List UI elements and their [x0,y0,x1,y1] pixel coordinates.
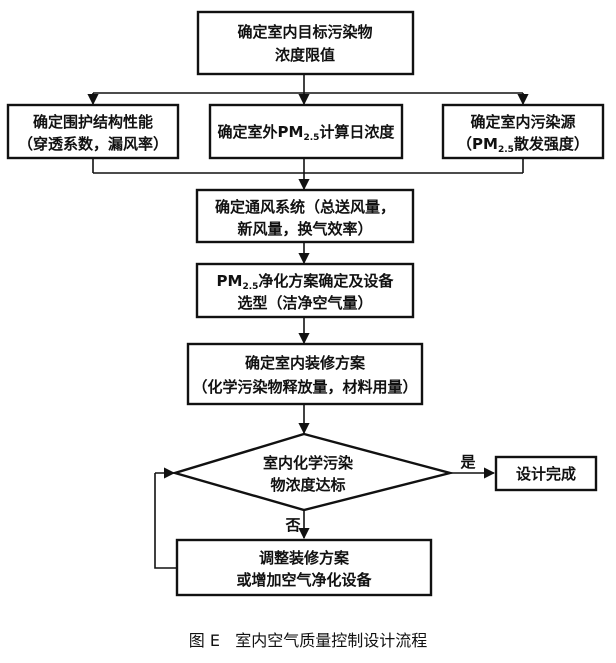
svg-text:确定室外PM2.5计算日浓度: 确定室外PM2.5计算日浓度 [218,123,396,143]
svg-text:（PM2.5散发强度）: （PM2.5散发强度） [457,135,589,155]
edge-loop-back [154,473,177,569]
node-ventilation-line1: 确定通风系统（总送风量， [215,198,395,216]
node-decision-line2: 物浓度达标 [270,476,345,494]
node-indoor-source-line2-prefix: （PM [457,135,498,153]
svg-text:PM2.5净化方案确定及设备: PM2.5净化方案确定及设备 [217,272,395,292]
node-purification-line2: 选型（洁净空气量） [237,294,372,312]
figure-caption: 图 E 室内空气质量控制设计流程 [189,631,427,650]
node-outdoor-pm-suffix: 计算日浓度 [319,123,395,141]
node-outdoor-pm-sub: 2.5 [303,133,319,143]
node-decoration: 确定室内装修方案 （化学污染物释放量，材料用量） [186,342,424,406]
connectors [87,75,529,569]
node-done: 设计完成 [494,455,598,492]
node-decoration-line1: 确定室内装修方案 [245,354,366,372]
node-adjust-line1: 调整装修方案 [259,549,350,567]
node-target-limit-line2: 浓度限值 [275,46,335,64]
node-target-limit-line1: 确定室内目标污染物 [237,23,372,41]
node-adjust: 调整装修方案 或增加空气净化设备 [175,538,433,597]
node-decoration-line2: （化学污染物释放量，材料用量） [192,378,417,396]
node-outdoor-pm: 确定室外PM2.5计算日浓度 [208,103,404,160]
node-envelope: 确定围护结构性能 （穿透系数，漏风率） [6,103,180,160]
node-indoor-source: 确定室内污染源 （PM2.5散发强度） [441,103,605,160]
node-indoor-source-line2-sub: 2.5 [498,145,514,155]
node-outdoor-pm-prefix: 确定室外PM [218,123,304,141]
node-adjust-line2: 或增加空气净化设备 [236,571,372,589]
node-ventilation: 确定通风系统（总送风量， 新风量，换气效率） [195,188,415,244]
node-decision-line1: 室内化学污染 [263,454,354,472]
node-purification-line1-suffix: 净化方案确定及设备 [258,272,394,290]
node-target-limit: 确定室内目标污染物 浓度限值 [196,10,415,76]
node-envelope-line2: （穿透系数，漏风率） [18,135,168,153]
node-purification: PM2.5净化方案确定及设备 选型（洁净空气量） [195,262,415,319]
node-purification-line1-prefix: PM [217,272,243,290]
node-envelope-line1: 确定围护结构性能 [33,113,153,131]
node-purification-line1-sub: 2.5 [242,282,258,292]
node-indoor-source-line2-suffix: 散发强度） [514,135,589,153]
edge-yes-label: 是 [459,453,476,471]
node-indoor-source-line1: 确定室内污染源 [470,113,575,131]
node-done-label: 设计完成 [516,465,576,483]
node-decision: 室内化学污染 物浓度达标 [170,432,455,512]
edge-no-label: 否 [284,516,300,534]
node-ventilation-line2: 新风量，换气效率） [237,220,372,238]
